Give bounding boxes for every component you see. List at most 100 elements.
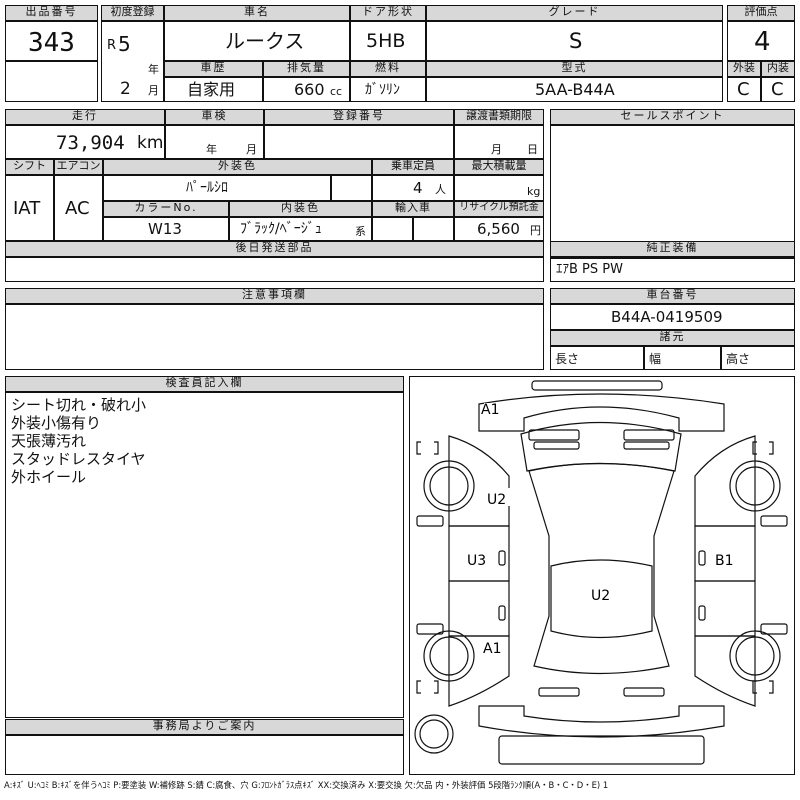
model-cell: 5AA-B44A <box>426 77 723 102</box>
mileage-value: 73,904 <box>56 132 125 154</box>
exterior-grade-cell: C <box>727 77 761 102</box>
mileage-header: 走行 <box>5 109 165 125</box>
ext-color-header: 外装色 <box>103 159 372 175</box>
mark-a1-top: A1 <box>481 402 499 418</box>
exterior-grade-value: C <box>737 79 750 100</box>
score-value: 4 <box>754 27 771 57</box>
mark-u3-left: U3 <box>467 553 486 569</box>
mark-b1-right: B1 <box>715 553 734 569</box>
score-cell: 4 <box>727 21 795 61</box>
interior-grade-value: C <box>771 79 784 100</box>
color-no-value: W13 <box>148 220 182 238</box>
dims-width-label: 幅 <box>649 352 662 366</box>
mark-a1-bottom: A1 <box>483 641 501 657</box>
reg-year-value: 5 <box>118 32 131 56</box>
rear-body-outline <box>478 705 725 738</box>
inspector-header: 検査員記入欄 <box>5 376 404 392</box>
plate-header: 登録番号 <box>264 109 454 125</box>
ext-color-value: ﾊﾟｰﾙｼﾛ <box>186 180 228 196</box>
capacity-unit: 人 <box>435 183 446 196</box>
rear-bumper-outline <box>498 735 705 765</box>
int-color-suffix: 系 <box>355 225 366 238</box>
inspection-cell: 年 月 <box>165 125 264 159</box>
equipment-value: ｴｱB PS PW <box>556 262 623 277</box>
history-value: 自家用 <box>187 80 236 99</box>
car-diagram: A1 U2 U3 U2 B1 A1 <box>414 380 788 765</box>
shift-cell: IAT <box>5 175 54 241</box>
chassis-value: B44A-0419509 <box>611 308 723 326</box>
inspector-note-line: 外装小傷有り <box>11 414 102 432</box>
roof-outline <box>550 559 653 639</box>
max-load-header: 最大積載量 <box>454 159 544 175</box>
recycle-value: 6,560 <box>477 220 520 238</box>
front-body-outline <box>478 393 725 432</box>
inspection-year-unit: 年 <box>206 143 217 156</box>
equipment-cell: ｴｱB PS PW <box>550 257 795 282</box>
car-name-cell: ルークス <box>164 21 350 61</box>
legend-text: A:ｷｽﾞ U:ﾍｺﾐ B:ｷｽﾞを伴うﾍｺﾐ P:要塗装 W:補修跡 S:錆 … <box>4 780 609 790</box>
front-bumper-outline <box>531 380 663 391</box>
dims-width-cell: 幅 <box>644 346 721 370</box>
inspector-note-line: スタッドレスタイヤ <box>11 450 146 468</box>
lot-number-header: 出品番号 <box>5 5 98 21</box>
first-registration-cell: R 5 年 2 月 <box>101 21 164 102</box>
displacement-cell: 660 cc <box>263 77 350 102</box>
dims-length-cell: 長さ <box>550 346 644 370</box>
history-header: 車歴 <box>164 61 263 77</box>
displacement-value: 660 <box>294 80 325 99</box>
mark-u2-center: U2 <box>591 588 610 604</box>
dims-height-cell: 高さ <box>721 346 795 370</box>
fuel-header: 燃料 <box>350 61 426 77</box>
lot-number-cell: 343 <box>5 21 98 61</box>
transfer-month-unit: 月 <box>491 143 502 156</box>
car-name-value: ルークス <box>225 29 305 53</box>
interior-grade-header: 内装 <box>761 61 795 77</box>
transfer-doc-header: 譲渡書類期限 <box>454 109 544 125</box>
import-car-cell-2 <box>413 217 454 241</box>
later-parts-header: 後日発送部品 <box>5 241 544 257</box>
reg-month-unit: 月 <box>148 84 159 97</box>
lot-number-value: 343 <box>28 28 75 58</box>
displacement-unit: cc <box>330 85 343 98</box>
rear-left-wheel <box>423 630 475 682</box>
transfer-day-unit: 日 <box>527 143 538 156</box>
inspection-header: 車検 <box>165 109 264 125</box>
int-color-header: 内装色 <box>229 201 372 217</box>
aircon-header: エアコン <box>54 159 103 175</box>
front-left-wheel <box>423 460 475 512</box>
capacity-value: 4 <box>413 179 423 197</box>
mileage-unit: km <box>137 133 164 153</box>
plate-cell <box>264 125 454 159</box>
grade-value: S <box>569 29 583 53</box>
inspection-month-unit: 月 <box>246 143 257 156</box>
max-load-cell: kg <box>454 175 544 201</box>
transfer-doc-cell: 月 日 <box>454 125 544 159</box>
ext-color-cell: ﾊﾟｰﾙｼﾛ <box>103 175 331 201</box>
first-registration-header: 初度登録 <box>101 5 164 21</box>
front-right-wheel <box>729 460 781 512</box>
notes-header: 注意事項欄 <box>5 288 544 304</box>
score-header: 評価点 <box>727 5 795 21</box>
color-no-header: カラーNo. <box>103 201 229 217</box>
equipment-header: 純正装備 <box>550 241 795 257</box>
later-parts-cell <box>5 257 544 282</box>
color-no-cell: W13 <box>103 217 229 241</box>
right-side-outline <box>694 435 756 527</box>
interior-grade-cell: C <box>761 77 795 102</box>
dims-length-label: 長さ <box>555 352 580 366</box>
dims-height-label: 高さ <box>726 352 751 366</box>
chassis-cell: B44A-0419509 <box>550 304 795 330</box>
fuel-cell: ｶﾞｿﾘﾝ <box>350 77 426 102</box>
left-rear-door <box>448 580 510 637</box>
inspector-note-line: シート切れ・破れ小 <box>11 396 147 414</box>
import-car-cell <box>372 217 413 241</box>
left-side-outline <box>448 435 510 527</box>
door-type-cell: 5HB <box>350 21 426 61</box>
model-value: 5AA-B44A <box>535 80 615 99</box>
mileage-cell: 73,904 km <box>5 125 165 159</box>
capacity-header: 乗車定員 <box>372 159 454 175</box>
grade-cell: S <box>426 21 723 61</box>
right-rear-door <box>694 580 756 637</box>
mark-u2-left: U2 <box>487 492 506 508</box>
capacity-cell: 4 人 <box>372 175 454 201</box>
